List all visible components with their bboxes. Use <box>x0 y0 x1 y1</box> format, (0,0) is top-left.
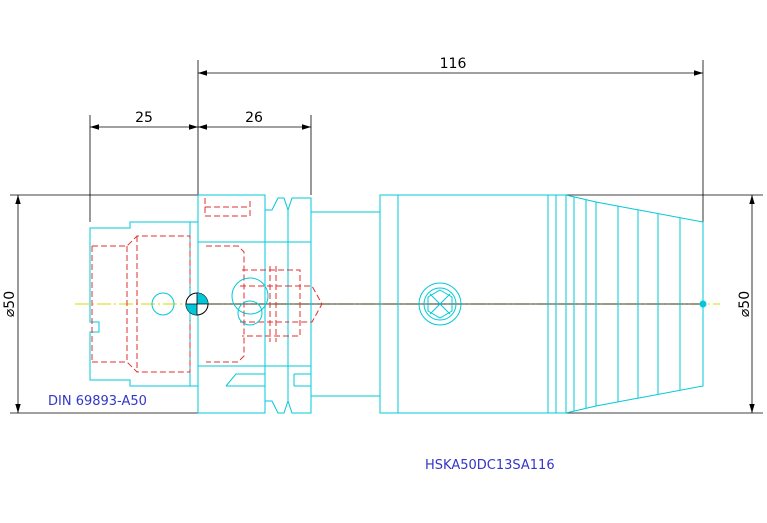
part-number-label: HSKA50DC13SA116 <box>425 458 555 473</box>
dim-flange-length-text: 26 <box>245 110 263 126</box>
chuck-body <box>398 194 567 414</box>
dim-right-diameter-text: ⌀50 <box>737 291 753 317</box>
datum-symbol <box>185 292 209 316</box>
dim-shank-length: 25 <box>89 110 198 222</box>
dim-shank-length-text: 25 <box>135 110 153 126</box>
standard-label: DIN 69893-A50 <box>48 394 147 409</box>
shank-hidden-lines <box>91 235 191 373</box>
flange-hidden-lines <box>204 198 323 363</box>
neck <box>311 194 399 414</box>
hex-screw-icon <box>418 282 462 326</box>
dim-left-diameter: ⌀50 <box>2 194 198 414</box>
chuck-nose <box>565 194 707 414</box>
dim-overall-length-text: 116 <box>440 56 467 72</box>
dim-overall-length: 116 <box>197 56 704 305</box>
coolant-ball <box>231 277 269 326</box>
dim-flange-length: 26 <box>198 110 312 195</box>
dim-right-diameter: ⌀50 <box>555 194 763 414</box>
dim-left-diameter-text: ⌀50 <box>2 291 18 317</box>
